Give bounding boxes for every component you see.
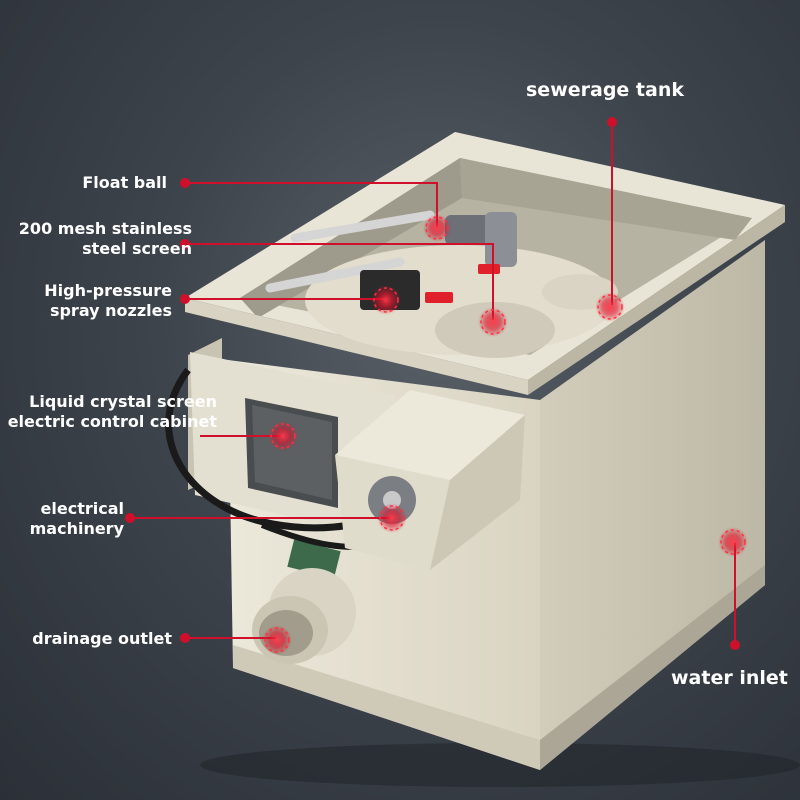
marker-ring-electrical-machinery (379, 505, 405, 531)
label-float-ball: Float ball (82, 173, 167, 192)
marker-ring-spray-nozzles (373, 287, 399, 313)
marker-ring-control-cabinet (270, 423, 296, 449)
marker-ring-float-ball (425, 216, 449, 240)
label-control-cabinet: Liquid crystal screen electric control c… (8, 392, 217, 432)
red-valve-handle (425, 292, 453, 303)
callout-dot-mesh-screen (180, 239, 190, 249)
callout-dot-spray-nozzles (180, 294, 190, 304)
label-mesh-screen-line1: 200 mesh stainless (18, 219, 192, 238)
marker-drainage-outlet (262, 625, 292, 655)
marker-sewerage-tank (595, 292, 625, 322)
rim-lip (185, 298, 528, 395)
tank-base-band-side (540, 565, 765, 770)
red-valve-handle-2 (478, 264, 500, 274)
callout-dot-electrical-machinery (125, 513, 135, 523)
marker-control-cabinet (268, 421, 298, 451)
label-spray-nozzles: High-pressure spray nozzles (44, 281, 172, 321)
callout-line-float-ball (185, 182, 438, 228)
label-drainage-outlet: drainage outlet (32, 629, 172, 648)
tank-side-face (540, 240, 765, 770)
tank-base-band (233, 645, 540, 770)
label-mesh-screen-line2: steel screen (82, 239, 192, 258)
label-electrical-machinery-line1: electrical (40, 499, 124, 518)
spray-bar-lower (265, 257, 405, 293)
marker-ring-drainage-outlet (264, 627, 290, 653)
callout-dot-drainage-outlet (180, 633, 190, 643)
callout-dot-sewerage-tank (607, 117, 617, 127)
label-mesh-screen: 200 mesh stainless steel screen (19, 219, 192, 259)
marker-ring-water-inlet (720, 529, 746, 555)
pipe-valve (445, 215, 490, 245)
callout-dot-water-inlet (730, 640, 740, 650)
power-cable (165, 367, 351, 532)
marker-electrical-machinery (377, 503, 407, 533)
callout-dot-float-ball (180, 178, 190, 188)
label-water-inlet: water inlet (671, 667, 788, 689)
label-control-cabinet-line1: Liquid crystal screen (29, 392, 217, 411)
callout-line-mesh-screen (185, 243, 494, 320)
marker-ring-sewerage-tank (597, 294, 623, 320)
label-sewerage-tank: sewerage tank (526, 79, 684, 101)
spray-bar-upper (290, 210, 435, 243)
inner-right-wall (460, 158, 752, 240)
marker-spray-nozzles (371, 285, 401, 315)
label-spray-nozzles-line2: spray nozzles (49, 301, 172, 320)
marker-float-ball (423, 214, 451, 242)
rim-lip-side (528, 205, 785, 395)
label-control-cabinet-line2: electric control cabinet (7, 412, 217, 431)
label-spray-nozzles-line1: High-pressure (44, 281, 172, 300)
marker-water-inlet (718, 527, 748, 557)
pipe-elbow (485, 212, 517, 267)
cabinet-badge (287, 539, 341, 579)
label-electrical-machinery-line2: machinery (29, 519, 124, 538)
motor-housing-top (335, 390, 525, 480)
label-electrical-machinery: electrical machinery (30, 499, 124, 539)
marker-ring-mesh-screen (480, 309, 506, 335)
motor-housing-side (430, 415, 525, 570)
inner-back-wall (240, 158, 462, 318)
marker-mesh-screen (478, 307, 508, 337)
floor-shadow (200, 743, 800, 787)
